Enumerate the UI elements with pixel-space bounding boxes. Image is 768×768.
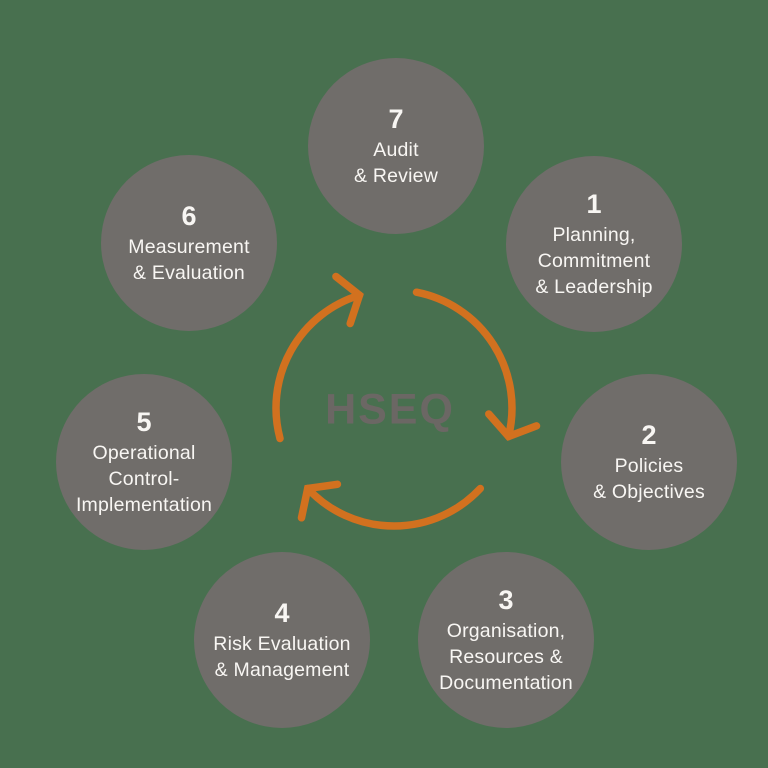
cycle-arrowhead-top [332,272,364,328]
cycle-arrowhead-bottom-left [297,480,342,522]
step-number: 3 [498,584,514,615]
cycle-arc-left [272,291,364,443]
step-label-line: Documentation [439,671,573,694]
step-circle-5: 5 Operational Control- Implementation [56,374,232,550]
step-circle-1: 1 Planning, Commitment & Leadership [506,156,682,332]
step-label-line: & Management [214,658,350,681]
step-circle-2: 2 Policies & Objectives [561,374,737,550]
cycle-arc-bottom [303,484,485,530]
step-number: 2 [641,419,657,450]
step-circle-4: 4 Risk Evaluation & Management [194,552,370,728]
step-label-line: & Leadership [535,275,653,298]
step-label-line: Implementation [75,493,213,516]
step-circle-6: 6 Measurement & Evaluation [101,155,277,331]
step-label-line: Measurement [128,235,250,258]
step-circle-7: 7 Audit & Review [308,58,484,234]
step-label-line: Control- [108,467,180,490]
step-label-line: Risk Evaluation [213,632,351,655]
center-label: HSEQ [325,385,455,434]
step-circle-3: 3 Organisation, Resources & Documentatio… [418,552,594,728]
step-label-line: & Evaluation [133,261,245,284]
step-label-line: & Objectives [593,480,705,503]
step-label-line: Policies [614,454,684,477]
step-number: 6 [181,200,197,231]
step-number: 5 [136,406,152,437]
step-label-line: Commitment [537,249,651,272]
step-label-line: Resources & [449,645,563,668]
cycle-arrowhead-right [485,410,541,441]
step-number: 1 [586,188,602,219]
cycle-arc-right [412,288,516,441]
step-number: 4 [274,597,290,628]
step-label-line: Planning, [552,223,636,246]
step-label-line: Audit [373,138,419,161]
step-label-line: Organisation, [446,619,566,642]
step-label-line: & Review [354,164,438,187]
step-number: 7 [388,103,404,134]
step-label-line: Operational [92,441,196,464]
